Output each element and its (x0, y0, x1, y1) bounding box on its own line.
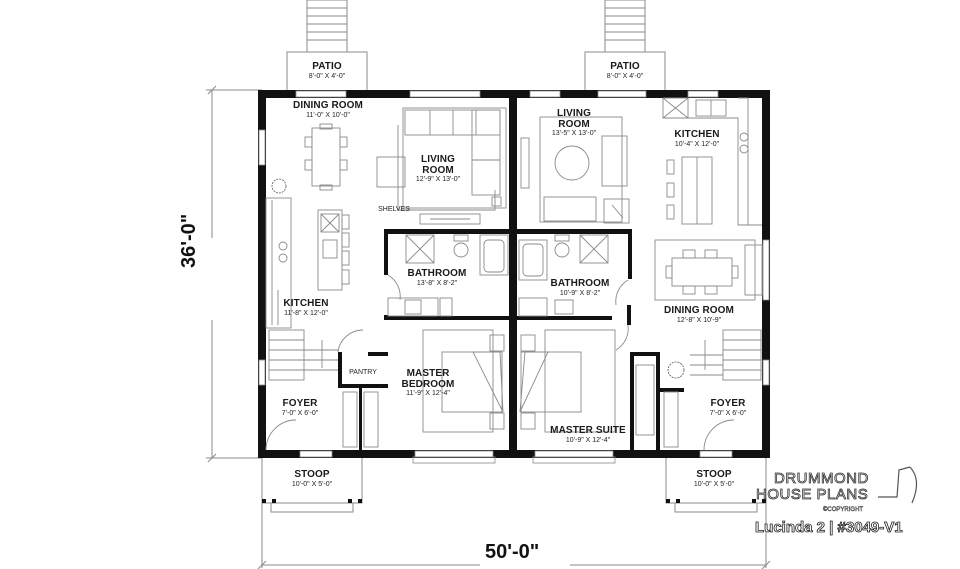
room-living-left: LIVING ROOM 12'-9" X 13'-0" (415, 154, 461, 183)
room-stoop-right: STOOP 10'-0" X 5'-0" (693, 469, 735, 488)
room-stoop-left: STOOP 10'-0" X 5'-0" (291, 469, 333, 488)
room-pantry-left: PANTRY (349, 369, 377, 376)
bathroom-fixtures-right (518, 234, 609, 317)
width-dimension: 50'-0" (485, 541, 540, 563)
depth-dimension-line (206, 85, 262, 463)
dining-table-right (654, 239, 763, 301)
room-dining-right: DINING ROOM 12'-8" X 10'-9" (664, 305, 734, 324)
front-stoop-left (261, 458, 363, 513)
dining-table-left (304, 123, 348, 191)
bathroom-fixtures-left (387, 234, 509, 317)
kitchen-island-left (317, 209, 350, 291)
rear-stairs-right (584, 0, 666, 92)
room-kitchen-right: KITCHEN 10'-4" X 12'-0" (674, 129, 720, 148)
room-bathroom-right: BATHROOM 10'-9" X 8'-2" (550, 278, 610, 297)
room-dining-left: DINING ROOM 11'-0" X 10'-0" (293, 100, 363, 119)
front-stoop-right (665, 458, 767, 513)
brand-logo-icon (878, 466, 918, 504)
depth-dimension: 36'-0" (178, 213, 200, 268)
interior-stairs-left (268, 329, 338, 381)
plan-title: Lucinda 2 | #3049-V1 (755, 519, 903, 537)
room-living-right: LIVING ROOM 13'-5" X 13'-0" (551, 108, 597, 137)
room-master-bedroom-left: MASTER BEDROOM 11'-9" X 12'-4" (401, 368, 455, 397)
room-foyer-right: FOYER 7'-0" X 6'-0" (709, 398, 747, 417)
room-bathroom-left: BATHROOM 13'-8" X 8'-2" (407, 268, 467, 287)
room-kitchen-left: KITCHEN 11'-8" X 12'-0" (283, 298, 329, 317)
shelves-label: SHELVES (378, 206, 410, 213)
bed-left (422, 329, 505, 433)
room-patio-right: PATIO 8'-0" X 4'-0" (606, 61, 644, 80)
room-master-suite-right: MASTER SUITE 10'-9" X 12'-4" (550, 425, 626, 444)
room-foyer-left: FOYER 7'-0" X 6'-0" (281, 398, 319, 417)
room-patio-left: PATIO 8'-0" X 4'-0" (308, 61, 346, 80)
rear-stairs-left (286, 0, 368, 92)
bed-right (519, 329, 616, 433)
brand-name-line2: HOUSE PLANS (756, 486, 869, 503)
kitchen-counter-left (265, 197, 292, 329)
living-furniture-right (520, 116, 630, 224)
brand-name-line1: DRUMMOND (774, 470, 869, 487)
copyright-label: ©COPYRIGHT (823, 507, 864, 513)
interior-stairs-right (690, 329, 762, 381)
sectional-sofa-left (376, 107, 507, 225)
kitchen-right (662, 97, 762, 226)
